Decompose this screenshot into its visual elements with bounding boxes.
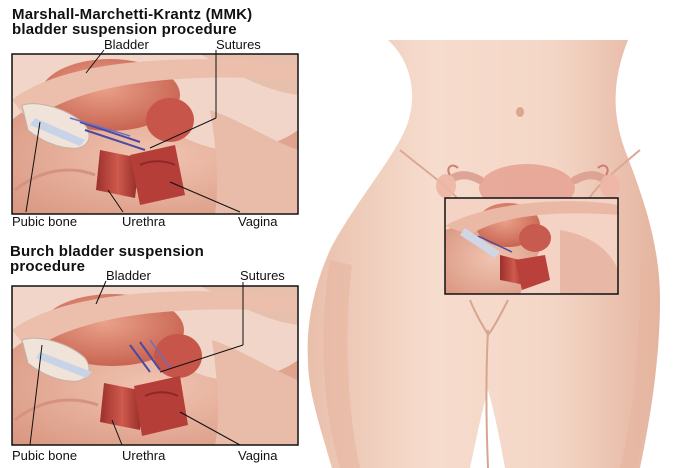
mmk-title-line1: Marshall-Marchetti-Krantz (MMK) [12,7,252,22]
mmk-label-bladder: Bladder [104,38,149,52]
burch-illustration [12,286,298,445]
mmk-label-pubic-bone: Pubic bone [12,215,77,229]
burch-label-urethra: Urethra [122,449,165,463]
burch-title-line1: Burch bladder suspension [10,244,204,259]
navel [516,107,524,117]
mmk-label-sutures: Sutures [216,38,261,52]
burch-label-bladder: Bladder [106,269,151,283]
burch-label-vagina: Vagina [238,449,278,463]
mmk-illustration [12,54,298,214]
burch-title-line2: procedure [10,259,85,274]
inset-anatomy [445,198,618,294]
mmk-label-vagina: Vagina [238,215,278,229]
burch-label-sutures: Sutures [240,269,285,283]
burch-label-pubic-bone: Pubic bone [12,449,77,463]
mmk-title-line2: bladder suspension procedure [12,22,237,37]
mmk-label-urethra: Urethra [122,215,165,229]
